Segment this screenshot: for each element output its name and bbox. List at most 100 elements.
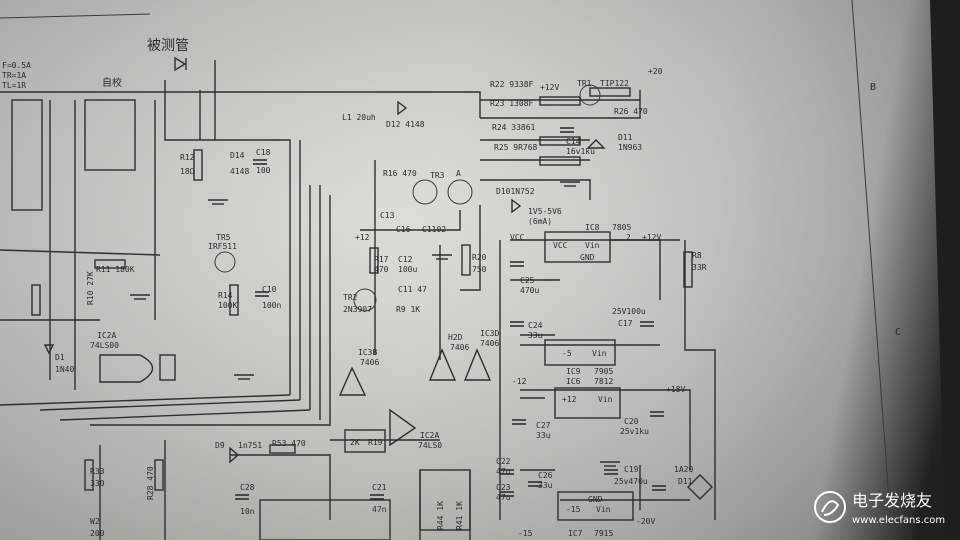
c17-value: 25V100u xyxy=(612,307,646,316)
zener-current: (6mA) xyxy=(528,217,552,226)
tip122-label: TIP122 xyxy=(600,79,629,88)
a-label: A xyxy=(456,169,461,178)
ic9-vin: Vin xyxy=(592,349,607,358)
r11-label: R11 180K xyxy=(96,265,135,274)
r25-label: R25 9R768 xyxy=(494,143,538,152)
r24-label: R24 33861 xyxy=(492,123,536,132)
dut-label: 被测管 xyxy=(147,38,189,54)
frame-border-line xyxy=(851,0,893,540)
r19-label: R19 xyxy=(368,438,383,447)
ic6-vin: Vin xyxy=(598,395,613,404)
c27-value: 33u xyxy=(536,431,551,440)
photo-dark-edge xyxy=(930,0,960,540)
d11b-label: D11 xyxy=(678,477,693,486)
d9-label: D9 xyxy=(215,441,225,450)
capacitors xyxy=(235,127,666,500)
ic9-value: 7905 xyxy=(594,367,613,376)
ic3b-triangle xyxy=(338,366,367,396)
d12-label: D12 4148 xyxy=(386,120,425,129)
r12-value: 18Ω xyxy=(180,167,195,176)
r20-label: R20 xyxy=(472,253,487,262)
r10-label: R10 27K xyxy=(86,271,95,305)
minus12-label: -12 xyxy=(512,377,527,386)
l1-label: L1 20uh xyxy=(342,113,376,122)
tr5-label: TR5 xyxy=(216,233,231,242)
c14-value: 16v1ku xyxy=(566,147,595,156)
c13-label: C13 xyxy=(380,211,395,220)
minus5-label: -5 xyxy=(562,349,572,358)
r33-label: R33 xyxy=(90,467,105,476)
c20-value: 25v1ku xyxy=(620,427,649,436)
c22-value: 47u xyxy=(496,467,511,476)
d1-value: 1N40 xyxy=(55,365,74,374)
c19-value: 25v470u xyxy=(614,477,648,486)
ic-bottom-box xyxy=(419,469,471,531)
watermark-url: www.elecfans.com xyxy=(852,515,945,526)
r16-label: R16 470 xyxy=(383,169,417,178)
r12-label: R12 xyxy=(180,153,195,162)
d11-value: 1N963 xyxy=(618,143,642,152)
c1102-label: C1102 xyxy=(422,225,446,234)
ic9-label: IC9 xyxy=(566,367,581,376)
r14-label: R14 xyxy=(218,291,233,300)
c23-label: C23 xyxy=(496,483,511,492)
c17-label: C17 xyxy=(618,319,633,328)
p20-label: +20 xyxy=(648,67,663,76)
c21-label: C21 xyxy=(372,483,387,492)
schematic-wires xyxy=(0,60,716,540)
c11-label: C11 47 xyxy=(398,285,427,294)
minus15b-label: -15 xyxy=(518,529,533,538)
c12-label: C12 xyxy=(398,255,413,264)
c24-label: C24 xyxy=(528,321,543,330)
ic8-box xyxy=(544,231,611,263)
diode-d101 xyxy=(511,198,522,214)
ic8-pin2: 2 xyxy=(626,233,631,242)
c18-value: 100 xyxy=(256,166,271,175)
ic6-box xyxy=(554,387,621,419)
ic6-label: IC6 xyxy=(566,377,581,386)
c10-label: C10 xyxy=(262,285,277,294)
zener-label: 1V5-5V6 xyxy=(528,207,562,216)
nand-out xyxy=(159,354,176,381)
c16-label: C16 xyxy=(396,225,411,234)
ic7-box xyxy=(557,491,634,521)
c10-value: 100n xyxy=(262,301,281,310)
c26-value: 33u xyxy=(538,481,553,490)
test-param-1: F=0.5A xyxy=(2,61,31,70)
r20-value: 750 xyxy=(472,265,487,274)
d9-value: 1n751 xyxy=(238,441,262,450)
ic3b-value: 7406 xyxy=(360,358,379,367)
transistors xyxy=(214,84,601,312)
c18-label: C18 xyxy=(256,148,271,157)
ic3d-value: 7406 xyxy=(480,339,499,348)
ic8-vcc: VCC xyxy=(553,241,568,250)
tr2-value: 2N3907 xyxy=(343,305,372,314)
component-labels: 被测管 自校 F=0.5A TR=1A TL=1R R22 9338F R23 … xyxy=(2,38,901,538)
ic7-gnd: GND xyxy=(588,495,603,504)
r14-value: 100K xyxy=(218,301,237,310)
ic8-vin: Vin xyxy=(585,241,600,250)
ic-boxes xyxy=(11,99,634,540)
ic7-label: IC7 xyxy=(568,529,583,538)
c12-value: 100u xyxy=(398,265,417,274)
watermark-logo-icon xyxy=(814,491,846,523)
a20-label: 1A20 xyxy=(674,465,693,474)
tr3b-symbol xyxy=(447,179,473,205)
r8-value: 33R xyxy=(692,263,707,272)
diode-d11 xyxy=(586,139,606,149)
r9-label: R9 1K xyxy=(396,305,420,314)
plus18-label: +18V xyxy=(666,385,685,394)
diode-d12 xyxy=(397,100,408,116)
tr5-value: IRF511 xyxy=(208,242,237,251)
r23-label: R23 1308F xyxy=(490,99,534,108)
plus12-label: +12V xyxy=(642,233,661,242)
tr1-label: TR1 xyxy=(577,79,592,88)
c21-value: 47n xyxy=(372,505,387,514)
ic6-value: 7812 xyxy=(594,377,613,386)
ic2a-b-value: 74LS0 xyxy=(418,441,442,450)
r26-label: R26 470 xyxy=(614,107,648,116)
ic7-vin: Vin xyxy=(596,505,611,514)
ic8-value: 7805 xyxy=(612,223,631,232)
